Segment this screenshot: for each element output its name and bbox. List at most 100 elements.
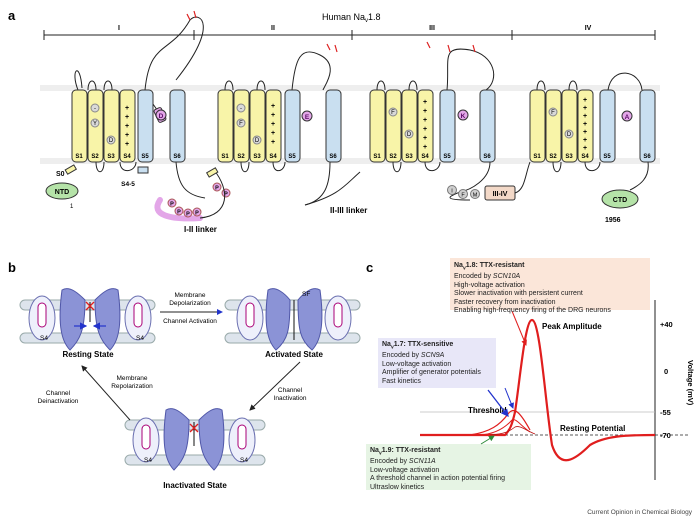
c-term-number: 1956 [605,217,621,224]
linker-1-2-label: I-II linker [184,225,217,234]
svg-text:P: P [170,202,174,208]
activated-channel: SF Activated State [224,288,361,359]
svg-text:S1: S1 [221,154,229,160]
svg-text:S4: S4 [123,154,131,160]
svg-text:S2: S2 [389,154,397,160]
svg-text:+: + [271,103,275,110]
panel-b-label: b [8,260,16,275]
svg-text:+: + [423,108,427,115]
svg-text:Inactivation: Inactivation [274,395,307,402]
svg-text:S2: S2 [91,154,99,160]
filter-res-2: E [305,114,310,121]
svg-text:S2: S2 [549,154,557,160]
svg-text:+: + [583,121,587,128]
activated-state-label: Activated State [265,350,323,359]
svg-text:+: + [423,117,427,124]
svg-text:P: P [215,186,219,192]
n-term-number: 1 [70,204,74,210]
svg-text:P: P [186,212,190,218]
svg-text:+: + [271,139,275,146]
svg-text:Depolarization: Depolarization [169,300,211,307]
panel-c-label: c [366,260,373,275]
svg-text:S1: S1 [75,154,83,160]
box-nav18-bg [450,258,650,310]
svg-text:+: + [271,121,275,128]
tick-0: 0 [664,367,668,376]
box-nav19-bg [366,444,531,490]
svg-text:F: F [551,110,555,116]
svg-text:+: + [583,137,587,144]
svg-text:+: + [583,113,587,120]
s2-res-1a: - [94,106,96,112]
membrane-band [40,85,660,164]
ifm-i: I [451,189,453,195]
svg-text:S4: S4 [144,457,152,464]
svg-text:+: + [583,145,587,152]
resting-state-label: Resting State [62,350,114,359]
svg-text:D: D [567,132,572,138]
inactivated-channel: S4 S4 Inactivated State [124,408,266,490]
svg-text:+: + [271,130,275,137]
panel-a-title: Human Nav1.8 [322,12,381,24]
ifm-m: M [473,193,478,199]
svg-text:S4: S4 [269,154,277,160]
resting-channel: S4 S4 Resting State [19,288,156,359]
svg-text:S4: S4 [136,335,144,342]
svg-text:+: + [125,123,129,130]
box-nav19: Nav1.9: TTX-resistant Encoded by SCN11A … [370,447,506,491]
linker-3-4-label: III-IV [493,191,508,198]
svg-text:F: F [239,121,243,127]
linker-3-4: I F M III-IV [447,161,531,201]
box-nav18: Nav1.8: TTX-resistant Encoded by SCN10A … [454,262,611,315]
svg-text:Channel: Channel [278,387,303,394]
svg-text:S5: S5 [141,154,149,160]
svg-text:P: P [177,210,181,216]
svg-text:+: + [583,105,587,112]
svg-text:+: + [423,126,427,133]
svg-text:S5: S5 [288,154,296,160]
svg-text:+: + [423,135,427,142]
svg-text:+: + [423,144,427,151]
filter-res-4: A [625,114,630,121]
svg-text:S3: S3 [405,154,413,160]
svg-text:Membrane: Membrane [174,292,205,299]
s3-res-1: D [109,138,114,144]
svg-text:F: F [391,110,395,116]
svg-text:Channel: Channel [46,390,71,397]
svg-text:P: P [195,211,199,217]
filter-res-3: K [461,113,466,120]
callout-arrows [480,310,527,445]
svg-text:S6: S6 [173,154,181,160]
ntd-label: NTD [55,189,69,196]
svg-text:+: + [423,99,427,106]
svg-text:-: - [240,106,242,112]
svg-text:+: + [125,105,129,112]
svg-text:Repolarization: Repolarization [111,383,153,390]
peak-amplitude-label: Peak Amplitude [542,322,602,331]
svg-text:+: + [271,112,275,119]
svg-text:S6: S6 [329,154,337,160]
svg-text:S6: S6 [483,154,491,160]
domain-label-2: II [271,25,275,32]
panel-a-label: a [8,8,16,23]
domain-3: K F D + + + + + + S1 S2 S3 S4 S5 S6 [369,41,496,193]
inactivated-state-label: Inactivated State [163,481,227,490]
svg-text:S4: S4 [421,154,429,160]
svg-text:Deinactivation: Deinactivation [38,398,79,405]
tick-70: -70 [660,431,671,440]
svg-text:+: + [583,129,587,136]
svg-text:S3: S3 [253,154,261,160]
svg-text:S4: S4 [40,335,48,342]
domain-4: A F D + + + + + + + S1 S2 S3 S4 S5 S6 CT… [529,72,656,224]
svg-text:S1: S1 [533,154,541,160]
box-nav17-bg [378,338,496,388]
svg-text:+: + [125,141,129,148]
domain-label-1: I [118,25,120,32]
svg-text:P: P [224,192,228,198]
ifm-f: F [461,193,465,199]
voltage-axis-label: Voltage (mV) [686,360,695,406]
state-transition-arrows: Membrane Depolarization Channel Activati… [38,292,307,421]
svg-text:+: + [583,97,587,104]
domain-label-4: IV [585,25,592,32]
